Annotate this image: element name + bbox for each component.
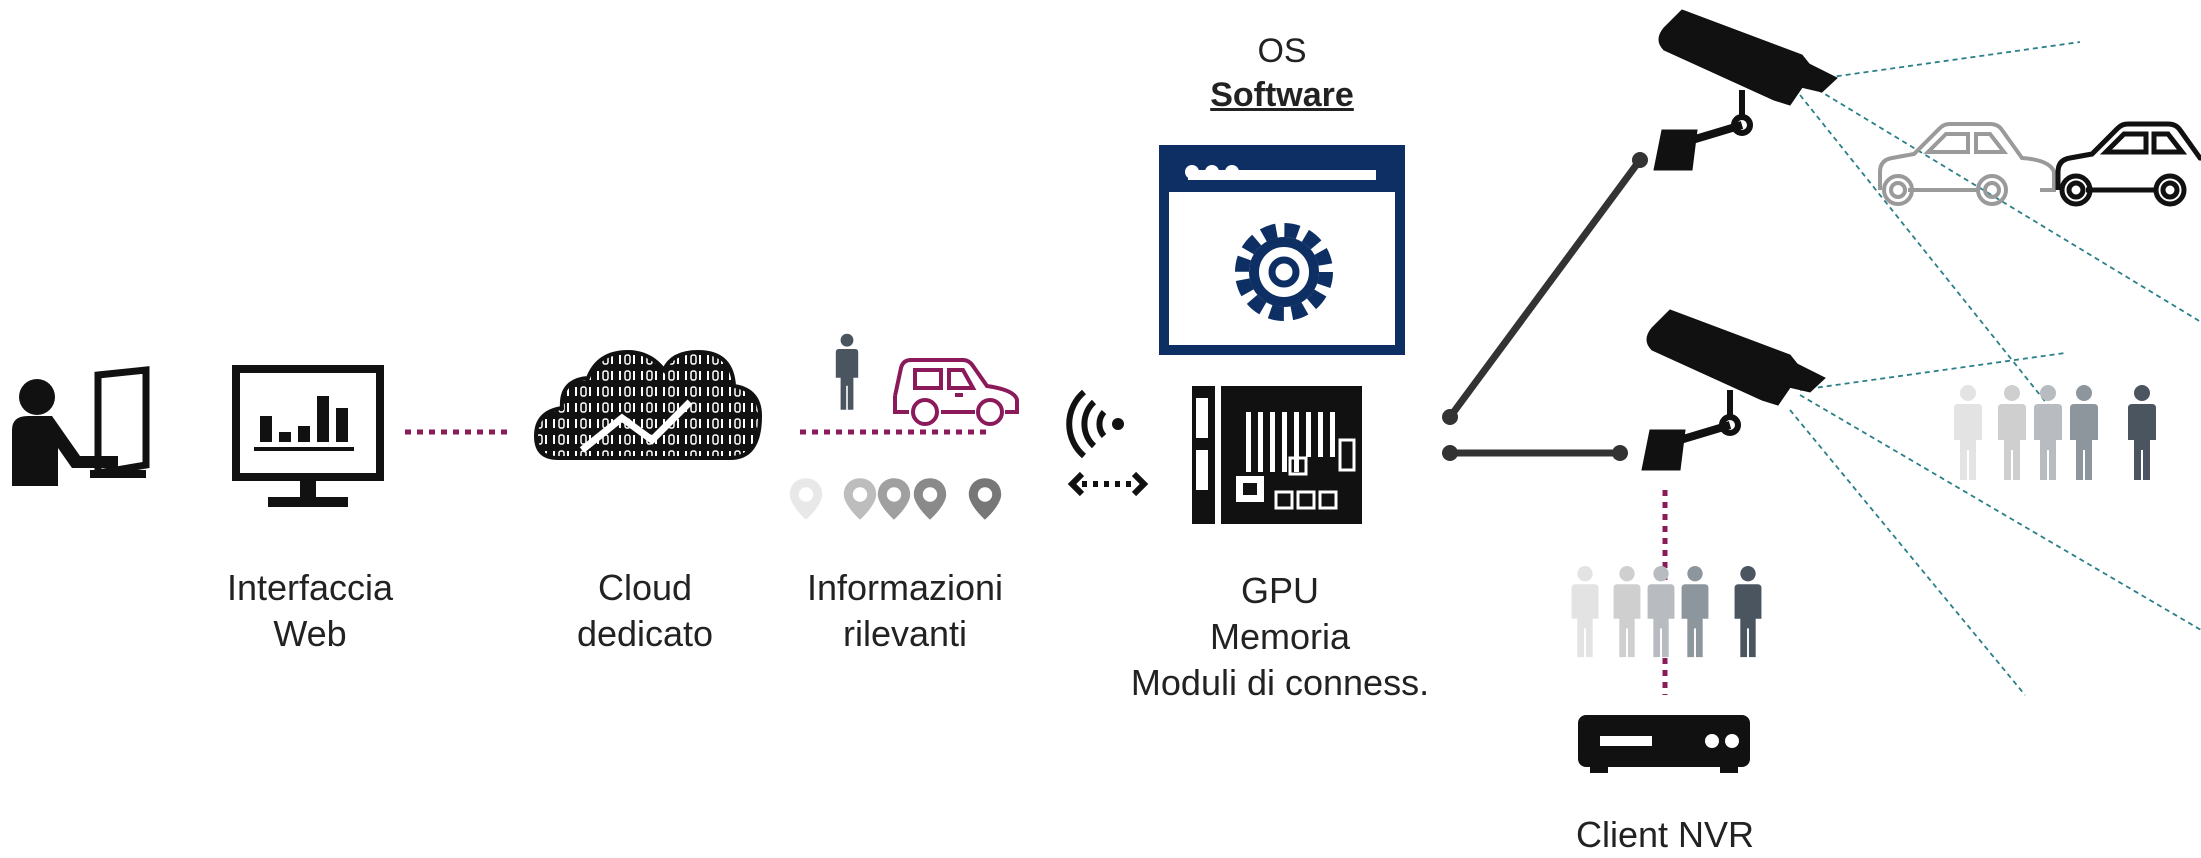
hardware-label-memory: Memoria: [1209, 616, 1351, 657]
car-icon: [2055, 121, 2201, 207]
cloud-data-icon: [533, 349, 763, 460]
circuit-board-icon: [1192, 386, 1362, 524]
web-interface-label-line2: Web: [273, 613, 347, 654]
hardware-label-modules: Moduli di conness.: [1130, 662, 1430, 703]
web-interface-label: Interfaccia Web: [200, 565, 420, 657]
cloud-label: Cloud dedicato: [545, 565, 745, 657]
os-title: OS: [1257, 32, 1307, 70]
software-window-gear-icon: [1159, 145, 1405, 355]
hardware-label: GPU Memoria Moduli di conness.: [1100, 568, 1460, 706]
car-icon: [1878, 122, 2056, 206]
info-label-line1: Informazioni: [806, 567, 1004, 608]
cctv-camera-icon: [1654, 10, 1837, 170]
os-software-title: Software: [1210, 76, 1354, 114]
cctv-camera-icon: [1642, 310, 1825, 470]
cloud-label-line1: Cloud: [597, 567, 693, 608]
wireless-icon: [1066, 389, 1149, 497]
location-pin-icon: [789, 478, 1002, 520]
nvr-label: Client NVR: [1575, 814, 1755, 855]
people-group-icon: [1954, 385, 2156, 480]
car-icon: [893, 358, 1019, 426]
user-at-computer-icon: [12, 366, 150, 486]
web-interface-label-line1: Interfaccia: [226, 567, 394, 608]
person-icon: [835, 333, 859, 410]
cloud-label-line2: dedicato: [576, 613, 714, 654]
camera-view-lines: [1789, 41, 2201, 696]
hardware-label-gpu: GPU: [1240, 570, 1319, 611]
info-label: Informazioni rilevanti: [790, 565, 1020, 657]
connectors: [405, 152, 1668, 695]
nvr-recorder-icon: [1578, 715, 1750, 773]
info-label-line2: rilevanti: [842, 613, 968, 654]
monitor-chart-icon: [232, 365, 384, 507]
